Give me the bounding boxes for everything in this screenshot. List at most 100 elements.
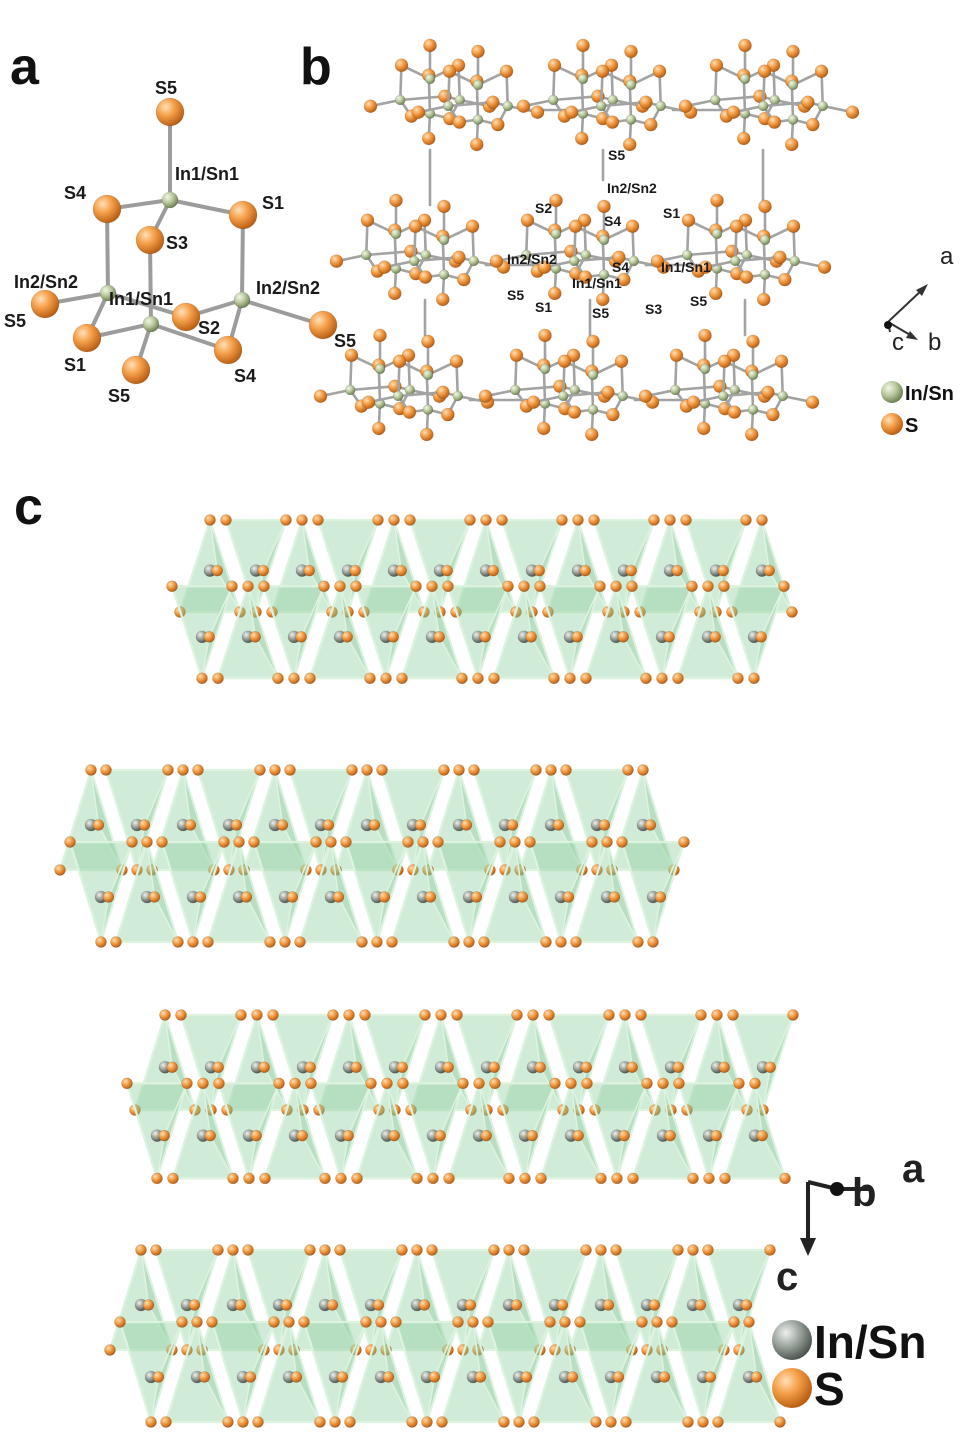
sulfur-atom bbox=[396, 672, 408, 685]
sulfur-atom bbox=[766, 407, 780, 422]
label-a-in1-center: In1/Sn1 bbox=[109, 289, 173, 309]
sulfur-atom bbox=[644, 819, 657, 831]
sulfur-atom bbox=[520, 1371, 533, 1383]
sulfur-atom bbox=[648, 514, 660, 526]
sulfur-atom bbox=[516, 99, 531, 113]
sulfur-atom bbox=[418, 270, 433, 284]
bond bbox=[148, 238, 153, 326]
sulfur-atom bbox=[264, 936, 276, 948]
sulfur-atom bbox=[296, 514, 308, 526]
polyhedron-face bbox=[380, 1321, 413, 1423]
sulfur-atom bbox=[743, 1316, 755, 1328]
sulfur-atom bbox=[332, 891, 345, 903]
sulfur-atom bbox=[375, 1316, 387, 1328]
metal-atom bbox=[757, 100, 769, 112]
sulfur-atom bbox=[336, 1371, 349, 1383]
sulfur-atom bbox=[719, 1172, 731, 1185]
sulfur-atom bbox=[622, 137, 637, 152]
sulfur-atom bbox=[506, 819, 519, 831]
sulfur-atom bbox=[436, 1416, 448, 1428]
sulfur-atom bbox=[344, 348, 359, 363]
sulfur-atom bbox=[738, 38, 752, 53]
sulfur-atom bbox=[570, 936, 582, 948]
metal-atom bbox=[598, 234, 610, 246]
sulfur-atom bbox=[625, 564, 638, 577]
sulfur-atom bbox=[280, 514, 292, 526]
sulfur-atom bbox=[518, 1244, 530, 1256]
sulfur-atom bbox=[468, 764, 480, 776]
panel-letter-c: c bbox=[14, 478, 43, 536]
sulfur-atom bbox=[647, 936, 659, 948]
metal-atom bbox=[472, 114, 484, 125]
polyhedron-face bbox=[610, 1321, 643, 1423]
sulfur-atom bbox=[656, 672, 668, 685]
sulfur-atom bbox=[242, 1244, 254, 1256]
sulfur-atom bbox=[237, 1416, 249, 1428]
label-a-in2-right: In2/Sn2 bbox=[256, 278, 320, 298]
bond bbox=[105, 207, 110, 295]
polyhedron-face bbox=[754, 1083, 786, 1179]
sulfur-atom bbox=[267, 1009, 279, 1021]
metal-atom bbox=[577, 73, 589, 85]
sulfur-atom bbox=[92, 194, 122, 224]
sulfur-atom bbox=[442, 1061, 455, 1074]
sulfur-atom bbox=[280, 1299, 293, 1311]
sulfur-atom bbox=[167, 1172, 179, 1185]
label-b-s4-upper: S4 bbox=[604, 213, 621, 229]
sulfur-atom bbox=[296, 1129, 309, 1142]
sulfur-atom bbox=[696, 421, 711, 436]
panel-b-atom-labels: S5 In2/Sn2 S2 S4 S1 In2/Sn2 S4 In1/Sn1 I… bbox=[507, 147, 711, 321]
metal-atom bbox=[655, 100, 667, 112]
sulfur-atom bbox=[641, 1077, 653, 1090]
sulfur-atom bbox=[494, 836, 506, 848]
sulfur-atom bbox=[757, 64, 772, 79]
sulfur-atom bbox=[786, 44, 800, 59]
label-a-s5-right: S5 bbox=[334, 331, 356, 351]
axis-c-a-label: a bbox=[902, 1147, 925, 1191]
sulfur-atom bbox=[196, 672, 208, 685]
sulfur-atom bbox=[764, 1061, 777, 1074]
sulfur-atom bbox=[678, 99, 693, 113]
sulfur-atom bbox=[605, 1416, 617, 1428]
sulfur-atom bbox=[704, 1371, 717, 1383]
label-b-s5-left: S5 bbox=[507, 287, 524, 303]
sulfur-atom bbox=[717, 564, 730, 577]
sulfur-atom bbox=[418, 1299, 431, 1311]
sulfur-atom bbox=[54, 864, 66, 876]
polyhedron-face bbox=[472, 1321, 505, 1423]
sulfur-atom bbox=[530, 105, 545, 119]
sulfur-atom bbox=[686, 395, 701, 410]
polyhedron-face bbox=[376, 841, 409, 943]
sulfur-atom bbox=[428, 1371, 441, 1383]
sulfur-atom bbox=[329, 254, 344, 269]
sulfur-atom bbox=[572, 514, 584, 526]
sulfur-atom bbox=[549, 1077, 561, 1090]
sulfur-atom bbox=[567, 405, 582, 419]
bond bbox=[240, 298, 325, 327]
sulfur-atom bbox=[335, 1172, 347, 1185]
sulfur-atom bbox=[408, 219, 423, 234]
sulfur-atom bbox=[381, 1077, 393, 1090]
sulfur-atom bbox=[411, 1244, 423, 1256]
polyhedron-face bbox=[340, 1083, 372, 1179]
sulfur-atom bbox=[580, 672, 592, 685]
sulfur-atom bbox=[159, 1009, 171, 1021]
sulfur-atom bbox=[160, 1416, 172, 1428]
sulfur-atom bbox=[329, 1416, 341, 1428]
bond bbox=[240, 213, 245, 302]
sulfur-atom bbox=[625, 219, 640, 234]
sulfur-atom bbox=[402, 405, 417, 419]
sulfur-atom bbox=[487, 564, 500, 577]
legend-b-sulfur-swatch bbox=[881, 413, 903, 435]
sulfur-atom bbox=[166, 580, 178, 593]
label-b-in2-top: In2/Sn2 bbox=[607, 180, 657, 196]
sulfur-atom bbox=[637, 764, 649, 776]
sulfur-atom bbox=[626, 1061, 639, 1074]
sulfur-atom bbox=[778, 580, 790, 593]
sulfur-atom bbox=[373, 328, 387, 343]
sulfur-atom bbox=[175, 1009, 187, 1021]
sulfur-atom bbox=[614, 354, 629, 369]
sulfur-atom bbox=[538, 328, 552, 343]
sulfur-atom bbox=[389, 193, 403, 208]
sulfur-atom bbox=[488, 672, 500, 685]
